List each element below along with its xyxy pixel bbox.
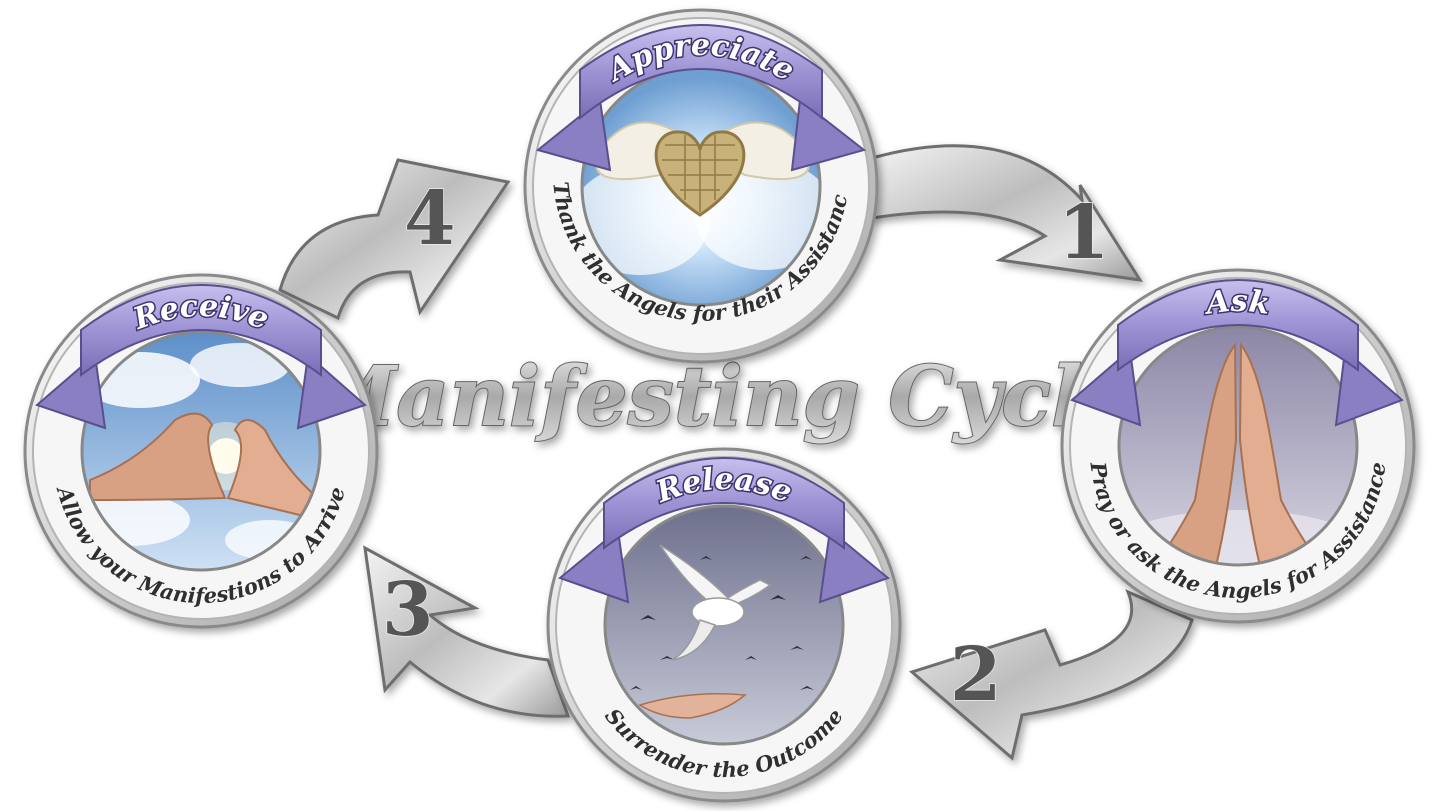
arrow-2: 2 (908, 589, 1194, 761)
diagram-title: Manifesting Cycle (303, 349, 1135, 445)
step-number-4: 4 (404, 176, 456, 262)
arrow-3: 3 (363, 545, 571, 718)
dove-release-image (606, 507, 842, 743)
step-number-2: 2 (950, 632, 1002, 718)
arrow-4: 4 (278, 158, 511, 321)
step-number-1: 1 (1058, 190, 1110, 276)
step-number-3: 3 (382, 567, 434, 653)
ribbon-release: Release (558, 457, 890, 604)
node-ask: Pray or ask the Angels for Assistance As… (1060, 268, 1416, 624)
praying-hands-image (1120, 328, 1356, 564)
node-receive: Allow your Manifestions to Arrive Receiv… (23, 273, 379, 629)
winged-heart-image (582, 67, 820, 305)
arrow-1: 1 (870, 144, 1144, 282)
step-label-ask: Ask (1201, 284, 1272, 322)
ribbon-ask: Ask (1070, 279, 1404, 427)
ribbon-receive: Receive (35, 284, 367, 430)
node-release: Surrender the Outcome Release (546, 447, 902, 803)
